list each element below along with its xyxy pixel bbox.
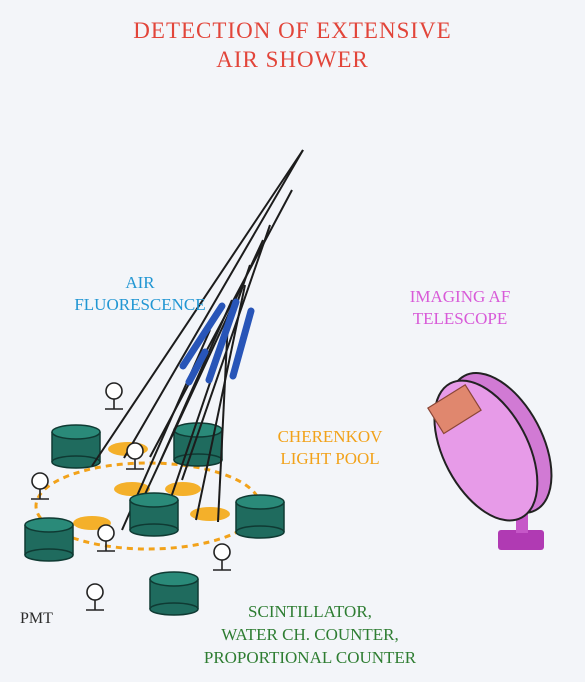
imaging-telescope-line-1: IMAGING AF — [409, 287, 511, 306]
title-line-1: DETECTION OF EXTENSIVE — [133, 18, 452, 43]
air-fluorescence-line-2: FLUORESCENCE — [74, 295, 206, 314]
ground-counter — [24, 517, 74, 562]
detectors-line-3: PROPORTIONAL COUNTER — [203, 648, 417, 667]
ground-counter — [235, 494, 285, 539]
diagram-title: DETECTION OF EXTENSIVE AIR SHOWER — [0, 16, 585, 74]
cherenkov-spot — [165, 482, 201, 496]
cherenkov-line-2: LIGHT POOL — [280, 449, 380, 468]
pmt-icon — [85, 583, 105, 611]
cherenkov-line-1: CHERENKOV — [277, 427, 383, 446]
detectors-line-2: WATER CH. COUNTER, — [221, 625, 399, 644]
fluorescence-segments — [179, 298, 255, 386]
pmt-label: PMT — [20, 610, 53, 627]
imaging-telescope — [427, 372, 553, 550]
ground-counter — [51, 424, 101, 469]
pmt-icon — [30, 472, 50, 500]
ground-counter — [129, 492, 179, 537]
imaging-telescope-line-2: TELESCOPE — [412, 309, 508, 328]
pmt-icon — [104, 382, 124, 410]
detectors-line-1: SCINTILLATOR, — [248, 602, 372, 621]
title-line-2: AIR SHOWER — [216, 47, 369, 72]
cherenkov-spot — [190, 507, 230, 521]
telescope-camera — [427, 383, 482, 435]
pmt-icon — [96, 524, 116, 552]
pmt-icon — [212, 543, 232, 571]
air-fluorescence-line-1: AIR — [125, 273, 155, 292]
air-fluorescence-label: AIR FLUORESCENCE — [40, 272, 240, 316]
imaging-telescope-label: IMAGING AF TELESCOPE — [360, 286, 560, 330]
cherenkov-label: CHERENKOV LIGHT POOL — [250, 426, 410, 470]
detectors-label: SCINTILLATOR, WATER CH. COUNTER, PROPORT… — [170, 600, 450, 669]
